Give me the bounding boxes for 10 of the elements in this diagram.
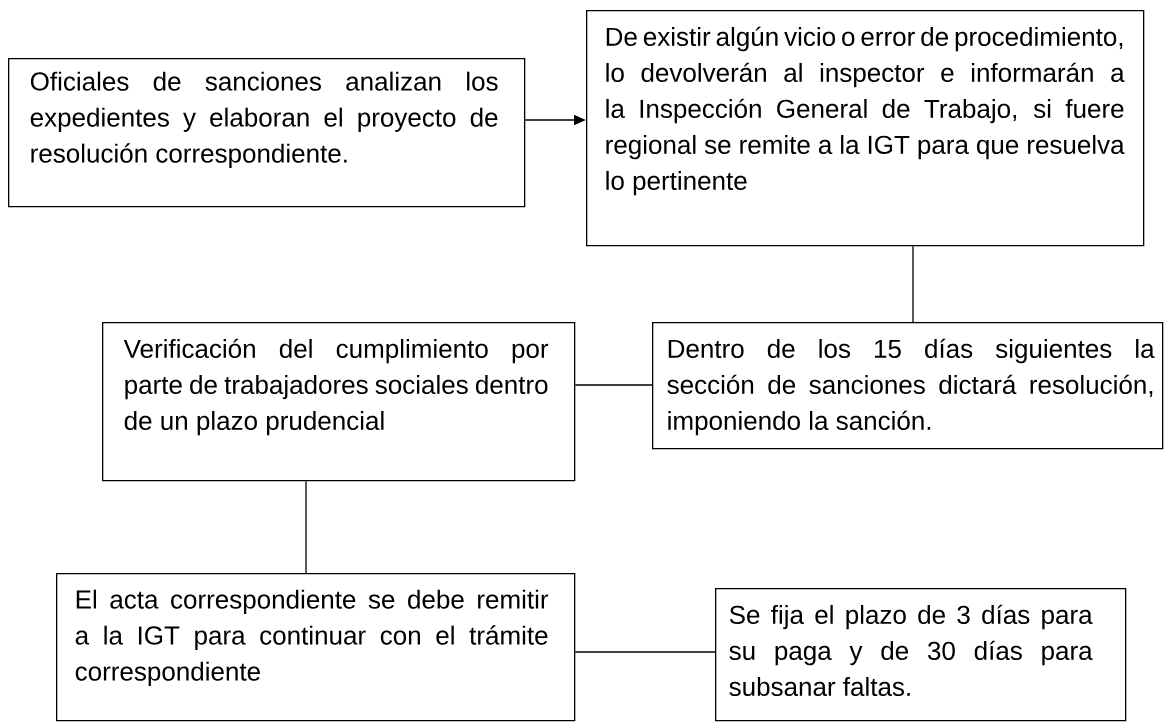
process-box: Oficiales de sanciones analizan los expedientes y elaboran el proyecto de resolución correspondiente. (8, 58, 526, 208)
process-box: Se fija el plazo de 3 días para su paga y de 30 días para subsanar faltas. (715, 588, 1127, 722)
connector (912, 245, 914, 323)
process-box: Verificación del cumplimiento por parte de trabajadores sociales dentro de un plazo prudencial (102, 322, 576, 482)
process-box: El acta correspondiente se debe remitir a la IGT para continuar con el trámite correspondiente (56, 573, 576, 722)
connector (574, 651, 716, 653)
connector (305, 480, 307, 574)
process-box: Dentro de los 15 días siguientes la sección de sanciones dictará resolución, imponiendo la sanción. (652, 322, 1164, 450)
connector (574, 384, 653, 386)
process-box: De existir algún vicio o error de procedimiento, lo devolverán al inspector e informarán a la Inspección General de Trabajo, si fuere regional se remite a la IGT para que resuelva lo pertinente (586, 10, 1145, 247)
